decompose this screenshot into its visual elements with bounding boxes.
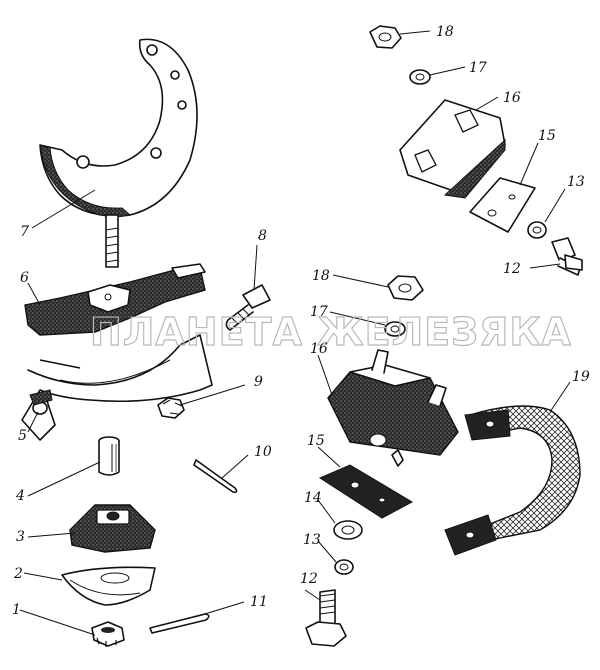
part-17-top-washer	[409, 69, 431, 85]
callout-13-top: 13	[567, 174, 585, 190]
part-14-bottom-washer	[333, 520, 363, 540]
callout-12-bottom: 12	[300, 571, 318, 587]
callout-9: 9	[254, 374, 263, 390]
callout-1: 1	[12, 602, 21, 618]
part-18-bottom-nut	[387, 275, 424, 301]
callout-11: 11	[250, 594, 268, 610]
callout-17-bottom: 17	[310, 304, 328, 320]
callout-12-top: 12	[503, 261, 521, 277]
callout-15-bottom: 15	[307, 433, 325, 449]
part-13-top-washer	[527, 221, 547, 239]
part-16-top-mount	[399, 99, 506, 199]
callout-4: 4	[15, 488, 25, 504]
callout-10: 10	[254, 444, 272, 460]
part-18-top-nut	[369, 25, 402, 49]
callout-16-bottom: 16	[310, 341, 328, 357]
callout-numbers: 7 6 5 4 3 2 1 8 9 10 11 18 17 16 15 13 1…	[12, 24, 590, 618]
callout-14-bottom: 14	[304, 490, 322, 506]
callout-19: 19	[572, 369, 590, 385]
part-19-braided-strap	[444, 405, 581, 556]
callout-18-bottom: 18	[312, 268, 330, 284]
callout-2: 2	[13, 566, 23, 582]
callout-17-top: 17	[469, 60, 487, 76]
part-15-bottom-plate	[318, 464, 414, 519]
part-8-bolt	[225, 284, 271, 331]
part-15-top-plate	[469, 177, 536, 233]
callout-7: 7	[20, 224, 29, 240]
part-17-bottom-washer	[384, 321, 406, 337]
callout-6: 6	[20, 270, 29, 286]
part-3-rubber-pad	[69, 504, 156, 553]
leader-lines	[19, 30, 571, 636]
callout-8: 8	[258, 228, 267, 244]
watermark-text: ПЛАНЕТА ЖЕЛЕЗЯКА	[90, 310, 572, 354]
part-9-castle-nut	[157, 397, 185, 419]
part-7-crescent-bracket	[39, 38, 198, 268]
part-2-cup-plate	[61, 566, 156, 606]
part-1-castle-nut	[91, 621, 125, 647]
part-4-bushing	[98, 436, 120, 476]
part-5-curved-clamp	[21, 334, 213, 441]
callout-3: 3	[16, 529, 25, 545]
part-11-cotter-pin	[149, 613, 210, 634]
callout-15-top: 15	[538, 128, 556, 144]
callout-13-bottom: 13	[303, 532, 321, 548]
callout-16-top: 16	[503, 90, 521, 106]
callout-18-top: 18	[436, 24, 454, 40]
part-16-bottom-mount	[327, 349, 459, 467]
callout-5: 5	[18, 428, 27, 444]
part-12-bottom-bolt	[305, 589, 347, 647]
part-6-slotted-bracket	[24, 263, 206, 336]
part-12-top-bolt	[551, 237, 583, 276]
part-13-bottom-washer	[334, 559, 354, 575]
part-10-cotter-pin	[193, 459, 238, 493]
